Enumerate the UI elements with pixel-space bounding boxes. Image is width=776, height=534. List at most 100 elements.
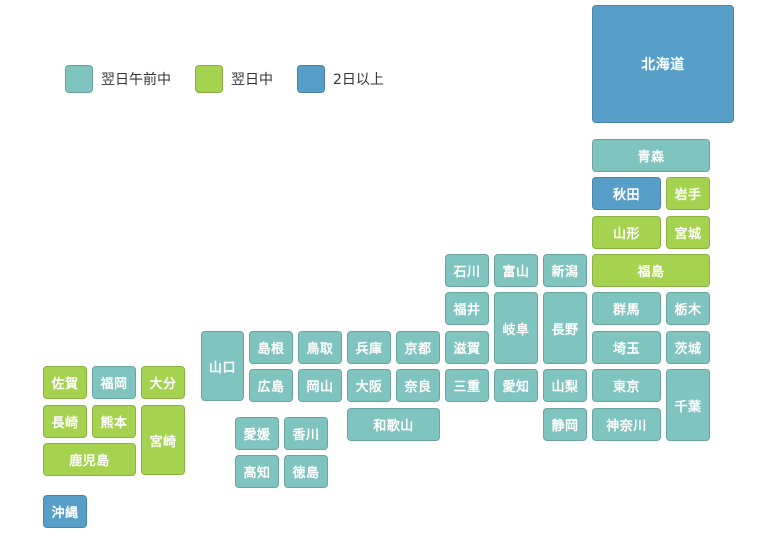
pref-iwate[interactable]: 岩手 [666, 177, 710, 210]
legend-swatch-morning [65, 65, 93, 93]
pref-yamagata[interactable]: 山形 [592, 216, 661, 249]
legend-item-morning: 翌日午前中 [65, 64, 171, 94]
pref-label: 長崎 [51, 416, 79, 431]
legend-label-later: 2日以上 [333, 72, 384, 88]
pref-tokushima[interactable]: 徳島 [284, 455, 328, 488]
pref-label: 鹿児島 [69, 454, 110, 469]
pref-osaka[interactable]: 大阪 [347, 369, 391, 402]
pref-gunma[interactable]: 群馬 [592, 292, 661, 325]
pref-shizuoka[interactable]: 静岡 [543, 408, 587, 441]
pref-ehime[interactable]: 愛媛 [235, 417, 279, 450]
pref-nagasaki[interactable]: 長崎 [43, 405, 87, 438]
pref-hokkaido[interactable]: 北海道 [592, 5, 734, 123]
pref-label: 山口 [208, 360, 236, 376]
pref-label: 愛媛 [243, 428, 271, 443]
pref-label: 埼玉 [612, 342, 640, 357]
pref-label: 佐賀 [51, 377, 79, 392]
legend-label-morning: 翌日午前中 [101, 72, 171, 88]
pref-label: 沖縄 [51, 506, 79, 521]
pref-label: 福岡 [100, 377, 128, 392]
pref-label: 島根 [257, 342, 285, 357]
legend-swatch-later [297, 65, 325, 93]
pref-label: 岩手 [674, 188, 702, 203]
pref-label: 大阪 [355, 380, 383, 395]
pref-wakayama[interactable]: 和歌山 [347, 408, 440, 441]
pref-miyagi[interactable]: 宮城 [666, 216, 710, 249]
pref-tokyo[interactable]: 東京 [592, 369, 661, 402]
pref-label: 奈良 [404, 380, 432, 395]
pref-toyama[interactable]: 富山 [494, 254, 538, 287]
legend-swatch-nextday [195, 65, 223, 93]
pref-okayama[interactable]: 岡山 [298, 369, 342, 402]
pref-label: 北海道 [641, 57, 685, 73]
pref-okinawa[interactable]: 沖縄 [43, 495, 87, 528]
pref-ibaraki[interactable]: 茨城 [666, 331, 710, 364]
pref-gifu[interactable]: 岐阜 [494, 292, 538, 364]
pref-fukui[interactable]: 福井 [445, 292, 489, 325]
pref-hiroshima[interactable]: 広島 [249, 369, 293, 402]
pref-oita[interactable]: 大分 [141, 366, 185, 399]
pref-label: 福島 [637, 265, 665, 280]
legend-item-later: 2日以上 [297, 64, 384, 94]
pref-label: 千葉 [674, 399, 702, 415]
pref-label: 愛知 [502, 380, 530, 395]
pref-saitama[interactable]: 埼玉 [592, 331, 661, 364]
pref-mie[interactable]: 三重 [445, 369, 489, 402]
pref-label: 新潟 [551, 265, 579, 280]
pref-yamanashi[interactable]: 山梨 [543, 369, 587, 402]
pref-label: 京都 [404, 342, 432, 357]
pref-label: 和歌山 [373, 419, 414, 434]
pref-saga[interactable]: 佐賀 [43, 366, 87, 399]
pref-label: 徳島 [292, 466, 320, 481]
pref-aomori[interactable]: 青森 [592, 139, 710, 172]
pref-label: 東京 [612, 380, 640, 395]
pref-label: 鳥取 [306, 342, 334, 357]
pref-label: 大分 [149, 377, 177, 392]
pref-ishikawa[interactable]: 石川 [445, 254, 489, 287]
pref-tochigi[interactable]: 栃木 [666, 292, 710, 325]
pref-label: 兵庫 [355, 342, 383, 357]
pref-aichi[interactable]: 愛知 [494, 369, 538, 402]
pref-label: 福井 [453, 303, 481, 318]
pref-kanagawa[interactable]: 神奈川 [592, 408, 661, 441]
pref-kochi[interactable]: 高知 [235, 455, 279, 488]
pref-tottori[interactable]: 鳥取 [298, 331, 342, 364]
pref-kagoshima[interactable]: 鹿児島 [43, 443, 136, 476]
pref-label: 栃木 [674, 303, 702, 318]
pref-label: 富山 [502, 265, 530, 280]
pref-miyazaki[interactable]: 宮崎 [141, 405, 185, 475]
pref-label: 三重 [453, 380, 481, 395]
pref-nagano[interactable]: 長野 [543, 292, 587, 364]
pref-fukuoka[interactable]: 福岡 [92, 366, 136, 399]
pref-niigata[interactable]: 新潟 [543, 254, 587, 287]
pref-label: 静岡 [551, 419, 579, 434]
pref-hyogo[interactable]: 兵庫 [347, 331, 391, 364]
pref-label: 青森 [637, 150, 665, 165]
pref-kagawa[interactable]: 香川 [284, 417, 328, 450]
pref-label: 長野 [551, 322, 579, 338]
pref-label: 山形 [612, 227, 640, 242]
pref-nara[interactable]: 奈良 [396, 369, 440, 402]
pref-yamaguchi[interactable]: 山口 [201, 331, 244, 401]
pref-label: 群馬 [612, 303, 640, 318]
pref-shimane[interactable]: 島根 [249, 331, 293, 364]
pref-shiga[interactable]: 滋賀 [445, 331, 489, 364]
pref-label: 岡山 [306, 380, 334, 395]
legend-item-nextday: 翌日中 [195, 64, 273, 94]
pref-label: 熊本 [100, 416, 128, 431]
pref-label: 高知 [243, 466, 271, 481]
pref-label: 石川 [453, 265, 481, 280]
pref-label: 秋田 [612, 188, 640, 203]
pref-label: 滋賀 [453, 342, 481, 357]
pref-label: 宮崎 [149, 434, 177, 450]
pref-label: 神奈川 [606, 419, 647, 434]
pref-label: 茨城 [674, 342, 702, 357]
pref-akita[interactable]: 秋田 [592, 177, 661, 210]
pref-label: 広島 [257, 380, 285, 395]
pref-kyoto[interactable]: 京都 [396, 331, 440, 364]
pref-chiba[interactable]: 千葉 [666, 369, 710, 441]
pref-kumamoto[interactable]: 熊本 [92, 405, 136, 438]
legend-label-nextday: 翌日中 [231, 72, 273, 88]
pref-fukushima[interactable]: 福島 [592, 254, 710, 287]
pref-label: 山梨 [551, 380, 579, 395]
